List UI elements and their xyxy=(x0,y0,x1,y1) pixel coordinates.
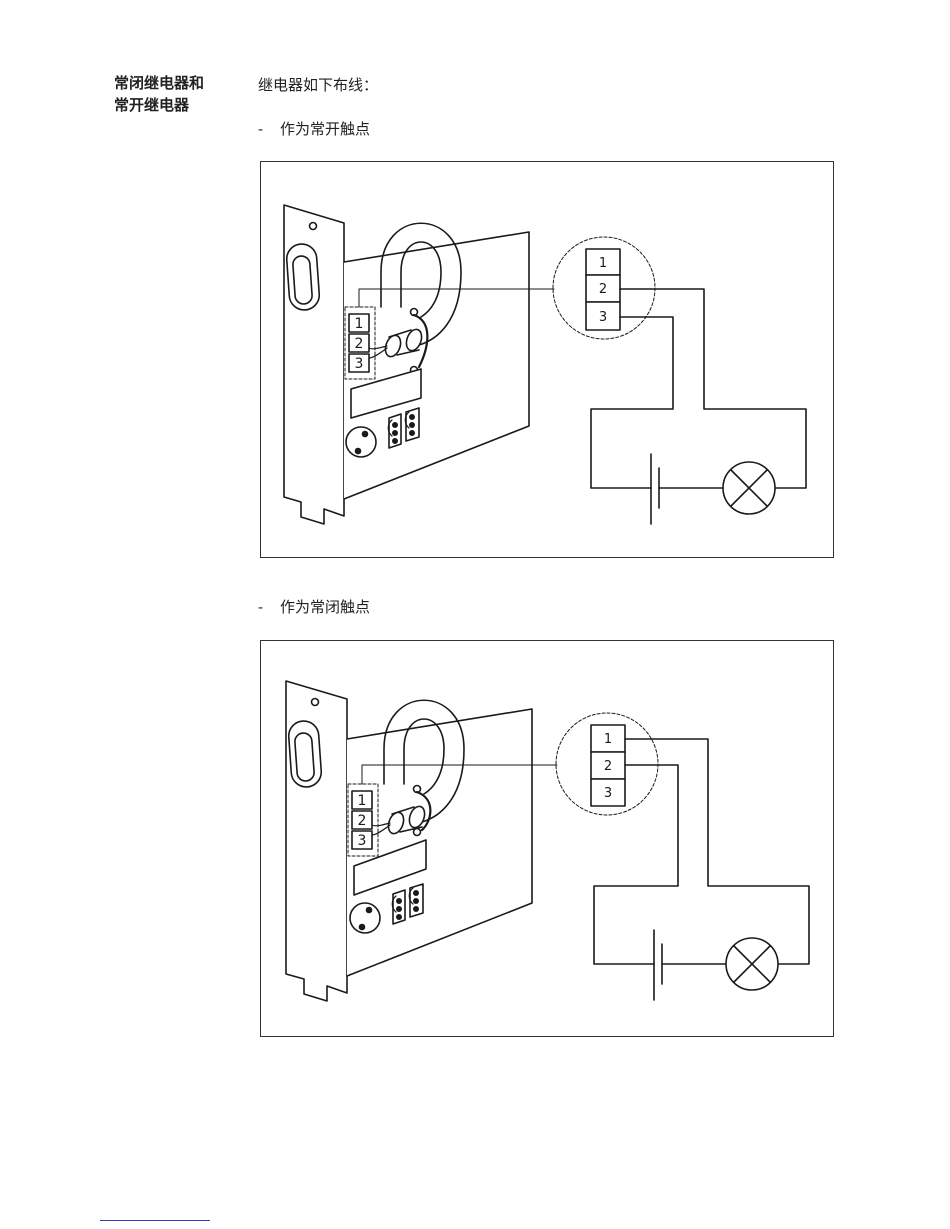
footnote-rule xyxy=(100,1220,210,1221)
bullet-dash: - xyxy=(258,120,280,138)
module-terminal-label-1: 1 xyxy=(358,793,367,809)
adjust-knob xyxy=(350,903,380,933)
module-terminal-label-3: 3 xyxy=(355,356,364,372)
side-heading-line-1: 常闭继电器和 xyxy=(114,72,244,94)
bullet-normally-closed: -作为常闭触点 xyxy=(258,596,370,617)
module-terminal-label-2: 2 xyxy=(358,813,367,829)
circuit-board xyxy=(344,232,529,499)
wiring-diagram-normally-open: 1 2 3 1 2 3 xyxy=(261,162,833,557)
terminal-label-1: 1 xyxy=(599,256,607,271)
bullet-dash: - xyxy=(258,598,280,616)
wire-terminal-3 xyxy=(591,317,673,488)
bullet-normally-open: -作为常开触点 xyxy=(258,118,370,139)
circuit-board xyxy=(347,709,532,976)
module-terminal-label-2: 2 xyxy=(355,336,364,352)
plate-handle xyxy=(288,720,323,788)
wiring-diagram-normally-closed: 1 2 3 1 2 3 xyxy=(261,641,833,1036)
side-heading-line-2: 常开继电器 xyxy=(114,94,244,116)
adjust-knob xyxy=(346,427,376,457)
wire-terminal-2 xyxy=(620,289,806,488)
terminal-label-3: 3 xyxy=(599,310,607,325)
intro-text: 继电器如下布线： xyxy=(258,74,378,95)
terminal-label-3: 3 xyxy=(604,786,612,801)
terminal-label-2: 2 xyxy=(604,759,612,774)
side-heading: 常闭继电器和 常开继电器 xyxy=(114,72,244,116)
module-terminal-label-1: 1 xyxy=(355,316,364,332)
figure-normally-open: 1 2 3 1 2 3 xyxy=(260,161,834,558)
terminal-label-1: 1 xyxy=(604,732,612,747)
figure-normally-closed: 1 2 3 1 2 3 xyxy=(260,640,834,1037)
caption-normally-closed: 作为常闭触点 xyxy=(280,598,370,616)
plate-handle xyxy=(286,243,321,311)
wire-terminal-1 xyxy=(625,739,809,964)
caption-normally-open: 作为常开触点 xyxy=(280,120,370,138)
module-terminal-label-3: 3 xyxy=(358,833,367,849)
terminal-label-2: 2 xyxy=(599,282,607,297)
